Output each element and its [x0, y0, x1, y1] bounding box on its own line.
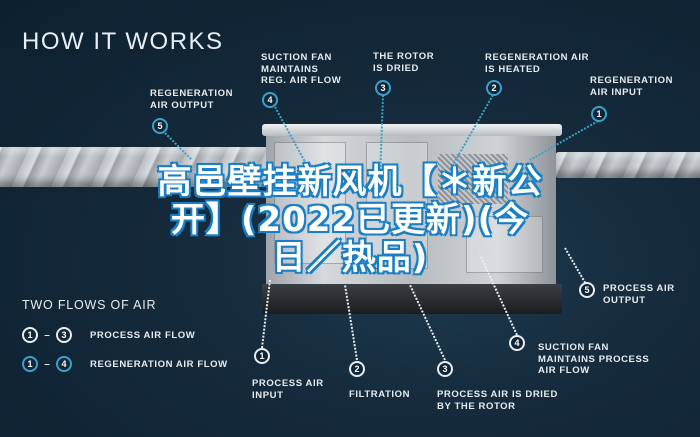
legend-label: REGENERATION AIR FLOW	[90, 358, 228, 370]
marker-regen-5: 5	[152, 118, 168, 134]
overlay-title-line-2: 开】(2022已更新)(今	[170, 199, 530, 241]
cabinet-top	[262, 124, 562, 136]
heater-mesh	[438, 154, 508, 204]
label-suction-fan-process: SUCTION FAN MAINTAINS PROCESS AIR FLOW	[538, 342, 650, 376]
marker-regen-2: 2	[486, 80, 502, 96]
legend-label: PROCESS AIR FLOW	[90, 329, 196, 341]
legend-dash: –	[44, 358, 50, 370]
panel-fan	[274, 142, 346, 264]
label-suction-fan-reg: SUCTION FAN MAINTAINS REG. AIR FLOW	[261, 52, 342, 86]
marker-regen-3: 3	[375, 80, 391, 96]
label-process-air-dried: PROCESS AIR IS DRIED BY THE ROTOR	[437, 389, 558, 412]
label-regeneration-air-output: REGENERATION AIR OUTPUT	[150, 88, 234, 111]
marker-process-2: 2	[349, 361, 365, 377]
label-regen-air-input: REGENERATION AIR INPUT	[590, 75, 674, 98]
panel-outlet	[466, 216, 543, 273]
legend-marker-from: 1	[22, 356, 38, 372]
panel-rotor	[366, 142, 428, 269]
marker-process-1: 1	[254, 348, 270, 364]
label-process-air-input: PROCESS AIR INPUT	[252, 378, 324, 401]
cabinet-body	[266, 136, 556, 286]
label-rotor-dried: THE ROTOR IS DRIED	[373, 51, 435, 74]
dehumidifier-unit	[262, 124, 562, 314]
duct-right	[555, 152, 700, 178]
legend-row-process: 1 – 3 PROCESS AIR FLOW	[22, 326, 195, 344]
marker-process-3: 3	[437, 361, 453, 377]
label-regen-air-heated: REGENERATION AIR IS HEATED	[485, 52, 590, 75]
legend-dash: –	[44, 329, 50, 341]
legend-row-regeneration: 1 – 4 REGENERATION AIR FLOW	[22, 355, 228, 373]
page-title: HOW IT WORKS	[22, 28, 224, 55]
legend-marker-to: 4	[56, 356, 72, 372]
legend-title: TWO FLOWS OF AIR	[22, 298, 157, 312]
overlay-title-line-1: 高邑壁挂新风机【＊新公	[157, 161, 543, 203]
legend-marker-from: 1	[22, 327, 38, 343]
duct-left	[0, 147, 275, 187]
label-process-air-output: PROCESS AIR OUTPUT	[603, 283, 675, 306]
marker-regen-4: 4	[262, 92, 278, 108]
marker-process-4: 4	[509, 335, 525, 351]
overlay-title-line-3: 日／热品)	[271, 237, 429, 279]
marker-process-5: 5	[579, 282, 595, 298]
marker-regen-1: 1	[591, 106, 607, 122]
legend-marker-to: 3	[56, 327, 72, 343]
label-filtration: FILTRATION	[349, 389, 411, 400]
